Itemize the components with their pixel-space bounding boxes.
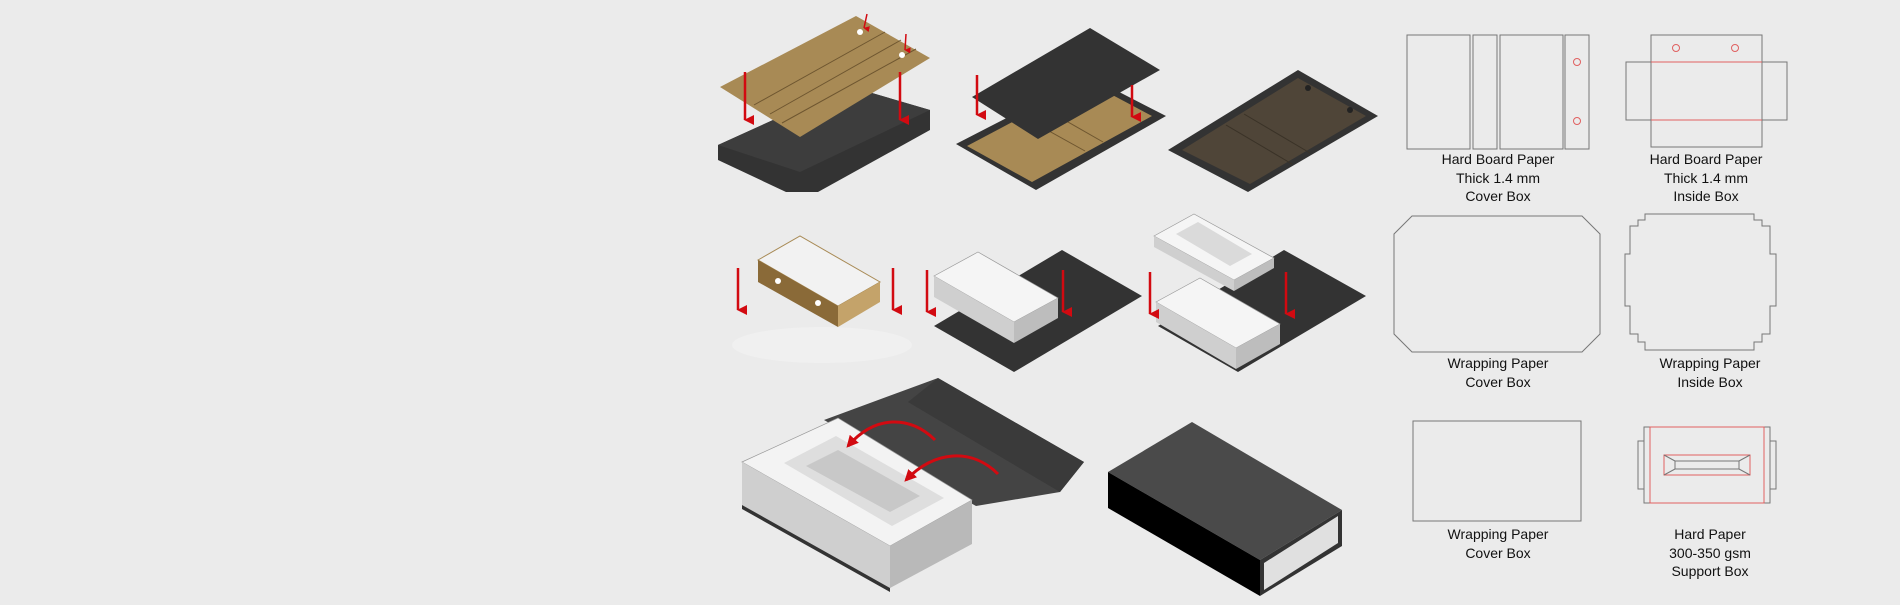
dieline-cover-wrapping-flat: [1412, 420, 1582, 522]
spec-label-support-box: Hard Paper 300-350 gsm Support Box: [1669, 526, 1751, 579]
curved-arrow-icon: [846, 420, 937, 448]
step-6-support-insert: [1148, 213, 1366, 372]
step-1-cover-board: [718, 13, 930, 192]
dieline-inside-hardboard: [1625, 34, 1788, 148]
down-arrow-icon: [863, 13, 870, 33]
step-3-cover-finished: [1168, 70, 1378, 192]
down-arrow-icon: [904, 33, 911, 54]
curved-arrow-icon: [904, 454, 1000, 482]
spec-label-inside-wrapping: Wrapping Paper Inside Box: [1659, 355, 1761, 390]
magnet-icon: [815, 300, 821, 306]
step-4-inside-tray: [732, 235, 912, 363]
spec-label-inside-hardboard: Hard Board Paper Thick 1.4 mm Inside Box: [1649, 151, 1763, 204]
magnet-icon: [857, 29, 863, 35]
dieline-support-box: [1637, 426, 1777, 504]
dieline-cover-hardboard: [1406, 34, 1590, 150]
spec-label-cover-hardboard: Hard Board Paper Thick 1.4 mm Cover Box: [1441, 151, 1555, 204]
step-2-wrapping: [956, 28, 1166, 190]
step-7-box-with-open-lid: [741, 378, 1084, 592]
spec-label-cover-wrapping: Wrapping Paper Cover Box: [1447, 355, 1549, 390]
dieline-cover-wrapping: [1393, 215, 1601, 353]
step-5-tray-on-cover: [925, 250, 1142, 372]
spec-label-cover-wrapping-flat: Wrapping Paper Cover Box: [1447, 526, 1549, 561]
magnet-icon: [775, 278, 781, 284]
magnet-icon: [899, 52, 905, 58]
step-8-finished-box: [1108, 422, 1342, 596]
dieline-inside-wrapping: [1624, 213, 1777, 351]
